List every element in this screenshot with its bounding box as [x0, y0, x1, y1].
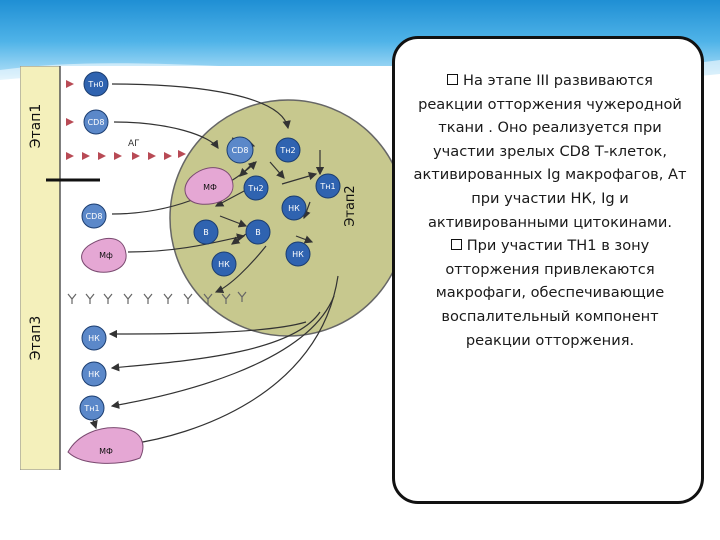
cell-b-mid [245, 219, 271, 245]
cell-mf-stage1 [81, 238, 127, 273]
cell-mf-circle [184, 167, 234, 205]
cell-th1-stage3 [79, 395, 105, 421]
cell-cd8-stage1 [81, 203, 107, 229]
cell-nk-bottom-right-label: НК [292, 250, 304, 259]
cell-cd8-stage1-label: CD8 [86, 212, 103, 221]
antigen-triangles [66, 80, 186, 160]
antigen-label: АГ [128, 139, 140, 149]
cell-th2-top-label: Тн2 [279, 146, 295, 155]
cell-th1-stage3-label: Тн1 [83, 404, 99, 413]
cell-nk-bottom-right [285, 241, 311, 267]
cell-nk-circle-right [281, 195, 307, 221]
stage-2-label: Этап2 [343, 185, 358, 226]
cell-th2-circle [243, 175, 269, 201]
cell-nk-stage3-b [81, 361, 107, 387]
paragraph-stage-3-text: На этапе III развиваются реакции отторже… [413, 72, 687, 231]
cell-th0-label: Тн0 [87, 80, 103, 89]
cell-nk-stage3-b-label: НК [88, 370, 100, 379]
immune-reaction-diagram: Этап1 Этап3 Этап2 АГ [20, 66, 394, 470]
checkbox-bullet-icon [447, 74, 459, 85]
cell-nk-circle-right-label: НК [288, 204, 300, 213]
cell-nk-bottom-label: НК [218, 260, 230, 269]
cell-cd8-stage1-top [83, 109, 109, 135]
cell-nk-bottom [211, 251, 237, 277]
reaction-zone-circle [169, 99, 394, 337]
checkbox-bullet-icon [450, 239, 462, 251]
stage-3-label: Этап3 [28, 316, 44, 361]
cell-b-left [193, 219, 219, 245]
cell-mf-circle-label: МФ [203, 183, 217, 192]
diagram-svg: Этап1 Этап3 Этап2 АГ [20, 66, 394, 470]
stage-1-label: Этап1 [28, 104, 44, 149]
cell-th2-top [275, 137, 301, 163]
cell-cd8-left-label: CD8 [88, 118, 105, 127]
cell-b-left-label: В [203, 228, 209, 237]
cell-nk-stage3-a-label: НК [88, 334, 100, 343]
cell-th1-circle-label: Тн1 [319, 182, 335, 191]
paragraph-th1: При участии ТН1 в зону отторжения привле… [413, 234, 687, 352]
cell-nk-stage3-a [81, 325, 107, 351]
paragraph-th1-text: При участии ТН1 в зону отторжения привле… [435, 237, 665, 349]
paragraph-stage-3: На этапе III развиваются реакции отторже… [413, 69, 687, 234]
antibody-row [67, 291, 247, 304]
cell-b-mid-label: В [255, 228, 261, 237]
cell-th0 [83, 71, 109, 97]
description-panel: На этапе III развиваются реакции отторже… [392, 36, 704, 504]
cell-mf-stage3-label: МФ [99, 447, 113, 456]
cell-th1-circle [315, 173, 341, 199]
cell-mf-stage1-label: Мф [99, 251, 113, 260]
cell-th2-circle-label: Тн2 [247, 184, 263, 193]
cell-cd8-mid [226, 136, 254, 164]
cell-cd8-mid-label: CD8 [232, 146, 249, 155]
cell-mf-stage3 [67, 427, 144, 464]
